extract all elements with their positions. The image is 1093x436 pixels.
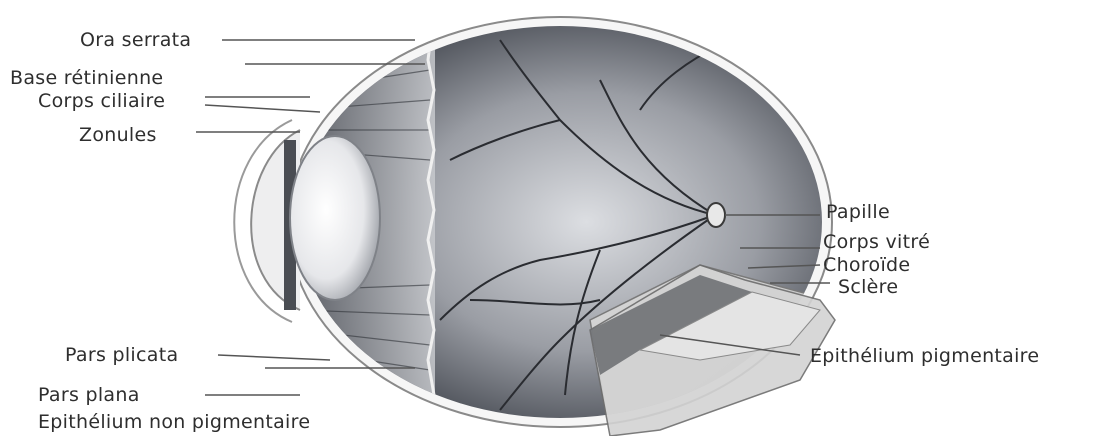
label-base-retinienne: Base rétinienne	[10, 69, 163, 88]
label-papille: Papille	[826, 203, 890, 222]
label-epithelium-non-pigmentaire: Epithélium non pigmentaire	[38, 413, 310, 432]
label-pars-plana: Pars plana	[38, 386, 140, 405]
optic-disc	[707, 203, 725, 227]
leader-corps-ciliaire-2	[205, 105, 320, 112]
label-corps-ciliaire: Corps ciliaire	[38, 92, 165, 111]
label-ora-serrata: Ora serrata	[80, 31, 191, 50]
label-epithelium-pigmentaire: Epithélium pigmentaire	[810, 347, 1039, 366]
label-sclere: Sclère	[838, 278, 898, 297]
label-pars-plicata: Pars plicata	[65, 346, 178, 365]
label-corps-vitre: Corps vitré	[823, 233, 930, 252]
leader-pars-plicata	[218, 355, 330, 360]
lens	[290, 136, 380, 300]
label-choroide: Choroïde	[823, 256, 910, 275]
label-zonules: Zonules	[79, 126, 157, 145]
